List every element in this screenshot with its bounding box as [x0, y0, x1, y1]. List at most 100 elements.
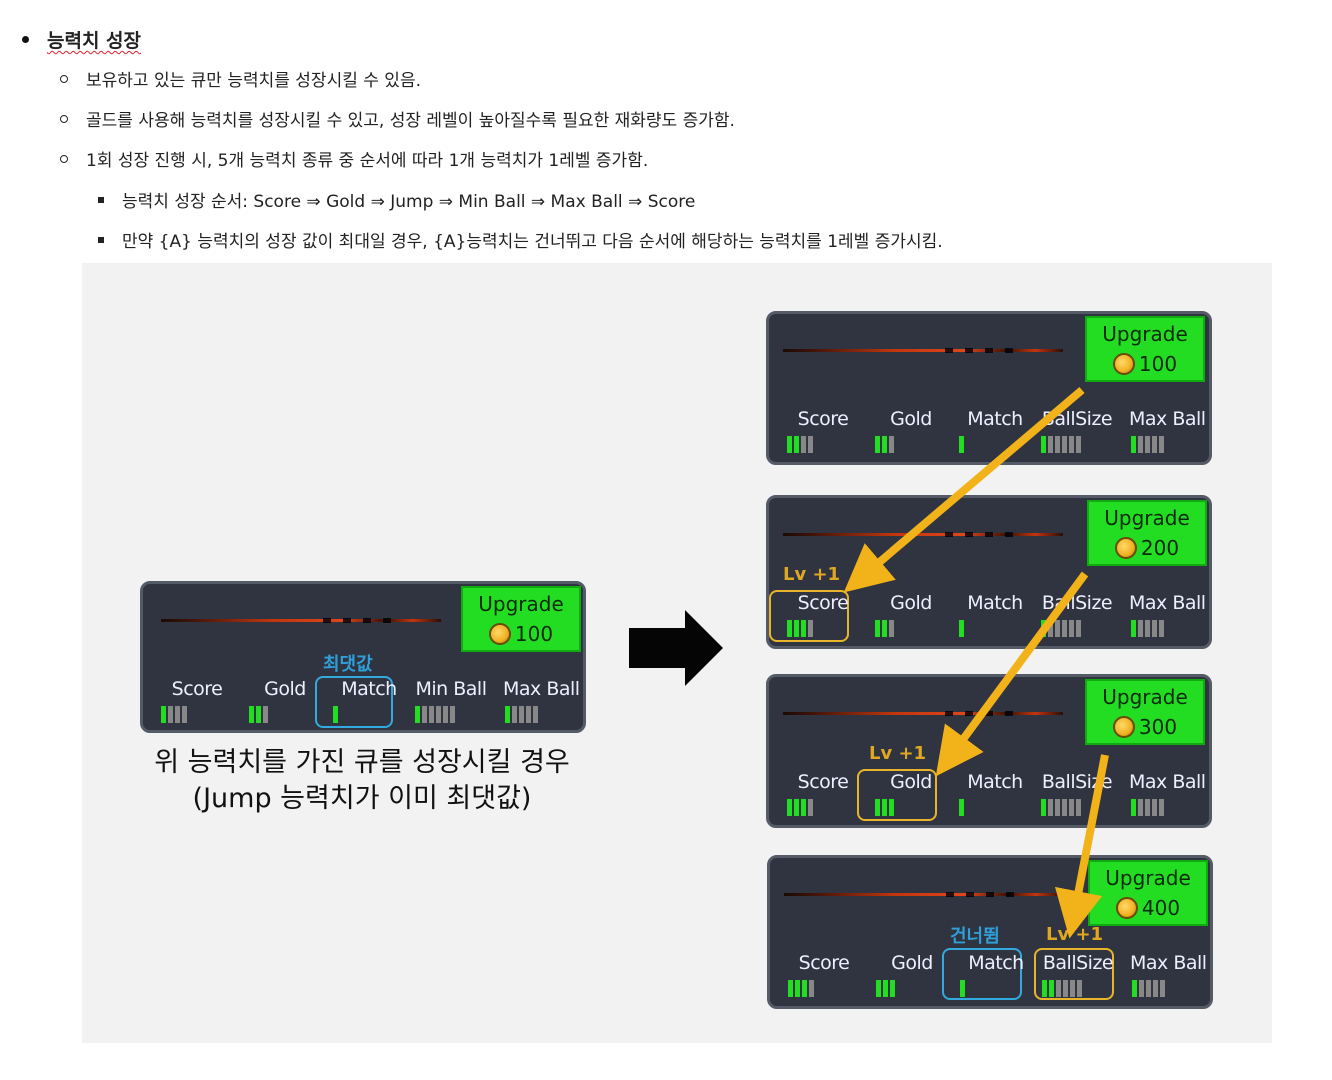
stat-column: Match	[957, 592, 1033, 637]
upgrade-cost: 100	[463, 622, 579, 646]
stat-level-pip	[1159, 799, 1164, 816]
stat-label: Gold	[264, 678, 306, 700]
stat-column: Score	[785, 592, 861, 637]
cue-stick-bar	[783, 348, 1063, 353]
list-item-text: 골드를 사용해 능력치를 성장시킬 수 있고, 성장 레벨이 높아질수록 필요한…	[86, 111, 735, 131]
stat-level-pip	[1055, 620, 1060, 637]
stat-level-pip	[1041, 620, 1046, 637]
skipped-tag: 건너뜀	[950, 926, 1000, 947]
stat-level-pip	[1048, 436, 1053, 453]
stat-level-pip	[788, 980, 793, 997]
stat-level-pip	[960, 980, 965, 997]
gold-coin-icon	[1115, 897, 1138, 919]
stat-column: Gold	[873, 592, 949, 637]
stat-level-pip	[429, 706, 434, 723]
stat-label: BallSize	[1041, 771, 1113, 793]
stat-level-pip	[168, 706, 173, 723]
stat-column: Min Ball	[413, 678, 489, 723]
stat-level-pip	[182, 706, 187, 723]
stat-level-pip	[512, 706, 517, 723]
stat-level-pip	[802, 980, 807, 997]
stat-label: Score	[171, 678, 223, 700]
stat-level-pip	[1146, 980, 1151, 997]
upgrade-button[interactable]: Upgrade 400	[1088, 860, 1208, 926]
upgrade-button[interactable]: Upgrade 300	[1085, 679, 1205, 745]
stat-level-pip	[875, 620, 880, 637]
circle-bullet-icon	[60, 114, 68, 123]
gold-coin-icon	[1112, 716, 1135, 738]
upgrade-cost: 100	[1087, 352, 1203, 376]
stat-level-pip	[1062, 436, 1067, 453]
stat-level-pip	[1069, 436, 1074, 453]
stat-level-pip	[526, 706, 531, 723]
stat-column: Match	[957, 408, 1033, 453]
stat-level-pip	[1152, 620, 1157, 637]
stat-level-pip	[1062, 620, 1067, 637]
stat-label: Score	[797, 592, 849, 614]
stat-level-pip	[1076, 620, 1081, 637]
stat-level-bars	[1040, 980, 1116, 997]
upgrade-cost: 300	[1087, 715, 1203, 739]
stat-level-pip	[875, 436, 880, 453]
upgrade-button[interactable]: Upgrade 100	[1085, 316, 1205, 382]
stat-level-pip	[1152, 799, 1157, 816]
stat-column: Max Ball	[1129, 408, 1206, 453]
upgrade-button[interactable]: Upgrade 200	[1087, 500, 1207, 566]
stat-level-pip	[161, 706, 166, 723]
stat-level-pip	[787, 799, 792, 816]
stat-level-pip	[959, 799, 964, 816]
stat-level-pip	[809, 980, 814, 997]
stat-level-pip	[450, 706, 455, 723]
stat-level-bars	[958, 980, 1034, 997]
stat-level-bars	[1130, 980, 1206, 997]
stat-level-bars	[1039, 799, 1115, 816]
stat-level-pip	[1063, 980, 1068, 997]
stat-level-pip	[1139, 980, 1144, 997]
stat-column: BallSize	[1040, 952, 1116, 997]
stat-level-pip	[801, 799, 806, 816]
stat-level-pip	[795, 980, 800, 997]
stat-level-pip	[1152, 436, 1157, 453]
stat-label: Gold	[890, 408, 932, 430]
stat-level-bars	[785, 436, 861, 453]
stat-level-pip	[1138, 436, 1143, 453]
stat-column: Gold	[873, 408, 949, 453]
stat-level-bars	[873, 620, 949, 637]
stat-level-bars	[413, 706, 489, 723]
upgrade-cost-value: 400	[1141, 896, 1181, 920]
stat-level-pip	[1159, 436, 1164, 453]
stat-level-pip	[889, 620, 894, 637]
upgrade-cost: 200	[1089, 536, 1205, 560]
level-up-highlight	[1034, 948, 1114, 1000]
max-stat-highlight	[315, 676, 393, 728]
stat-level-pip	[889, 799, 894, 816]
gold-coin-icon	[1112, 353, 1135, 375]
stat-level-pip	[519, 706, 524, 723]
stat-level-pip	[1041, 436, 1046, 453]
list-item-text: 보유하고 있는 큐만 능력치를 성장시킬 수 있음.	[86, 71, 421, 91]
stat-label: Score	[797, 408, 849, 430]
stat-level-bars	[957, 799, 1033, 816]
stat-column: Match	[331, 678, 407, 723]
stat-level-bars	[786, 980, 862, 997]
level-up-highlight	[857, 769, 937, 821]
stat-level-pip	[1159, 620, 1164, 637]
figure-caption: 위 능력치를 가진 큐를 성장시킬 경우 (Jump 능력치가 이미 최댓값)	[102, 745, 622, 817]
stat-label: BallSize	[1041, 408, 1113, 430]
stat-column: Gold	[873, 771, 949, 816]
stat-level-bars	[331, 706, 407, 723]
stat-level-pip	[959, 620, 964, 637]
stat-column: Max Ball	[503, 678, 580, 723]
stat-level-pip	[1145, 799, 1150, 816]
upgrade-button[interactable]: Upgrade 100	[461, 586, 581, 652]
stat-level-pip	[1049, 980, 1054, 997]
stat-level-bars	[1039, 436, 1115, 453]
stat-level-bars	[1129, 436, 1205, 453]
stat-label: BallSize	[1041, 592, 1113, 614]
stat-label: Match	[341, 678, 397, 700]
stat-label: Max Ball	[1129, 592, 1206, 614]
circle-bullet-icon	[60, 154, 68, 163]
stat-level-pip	[1069, 620, 1074, 637]
